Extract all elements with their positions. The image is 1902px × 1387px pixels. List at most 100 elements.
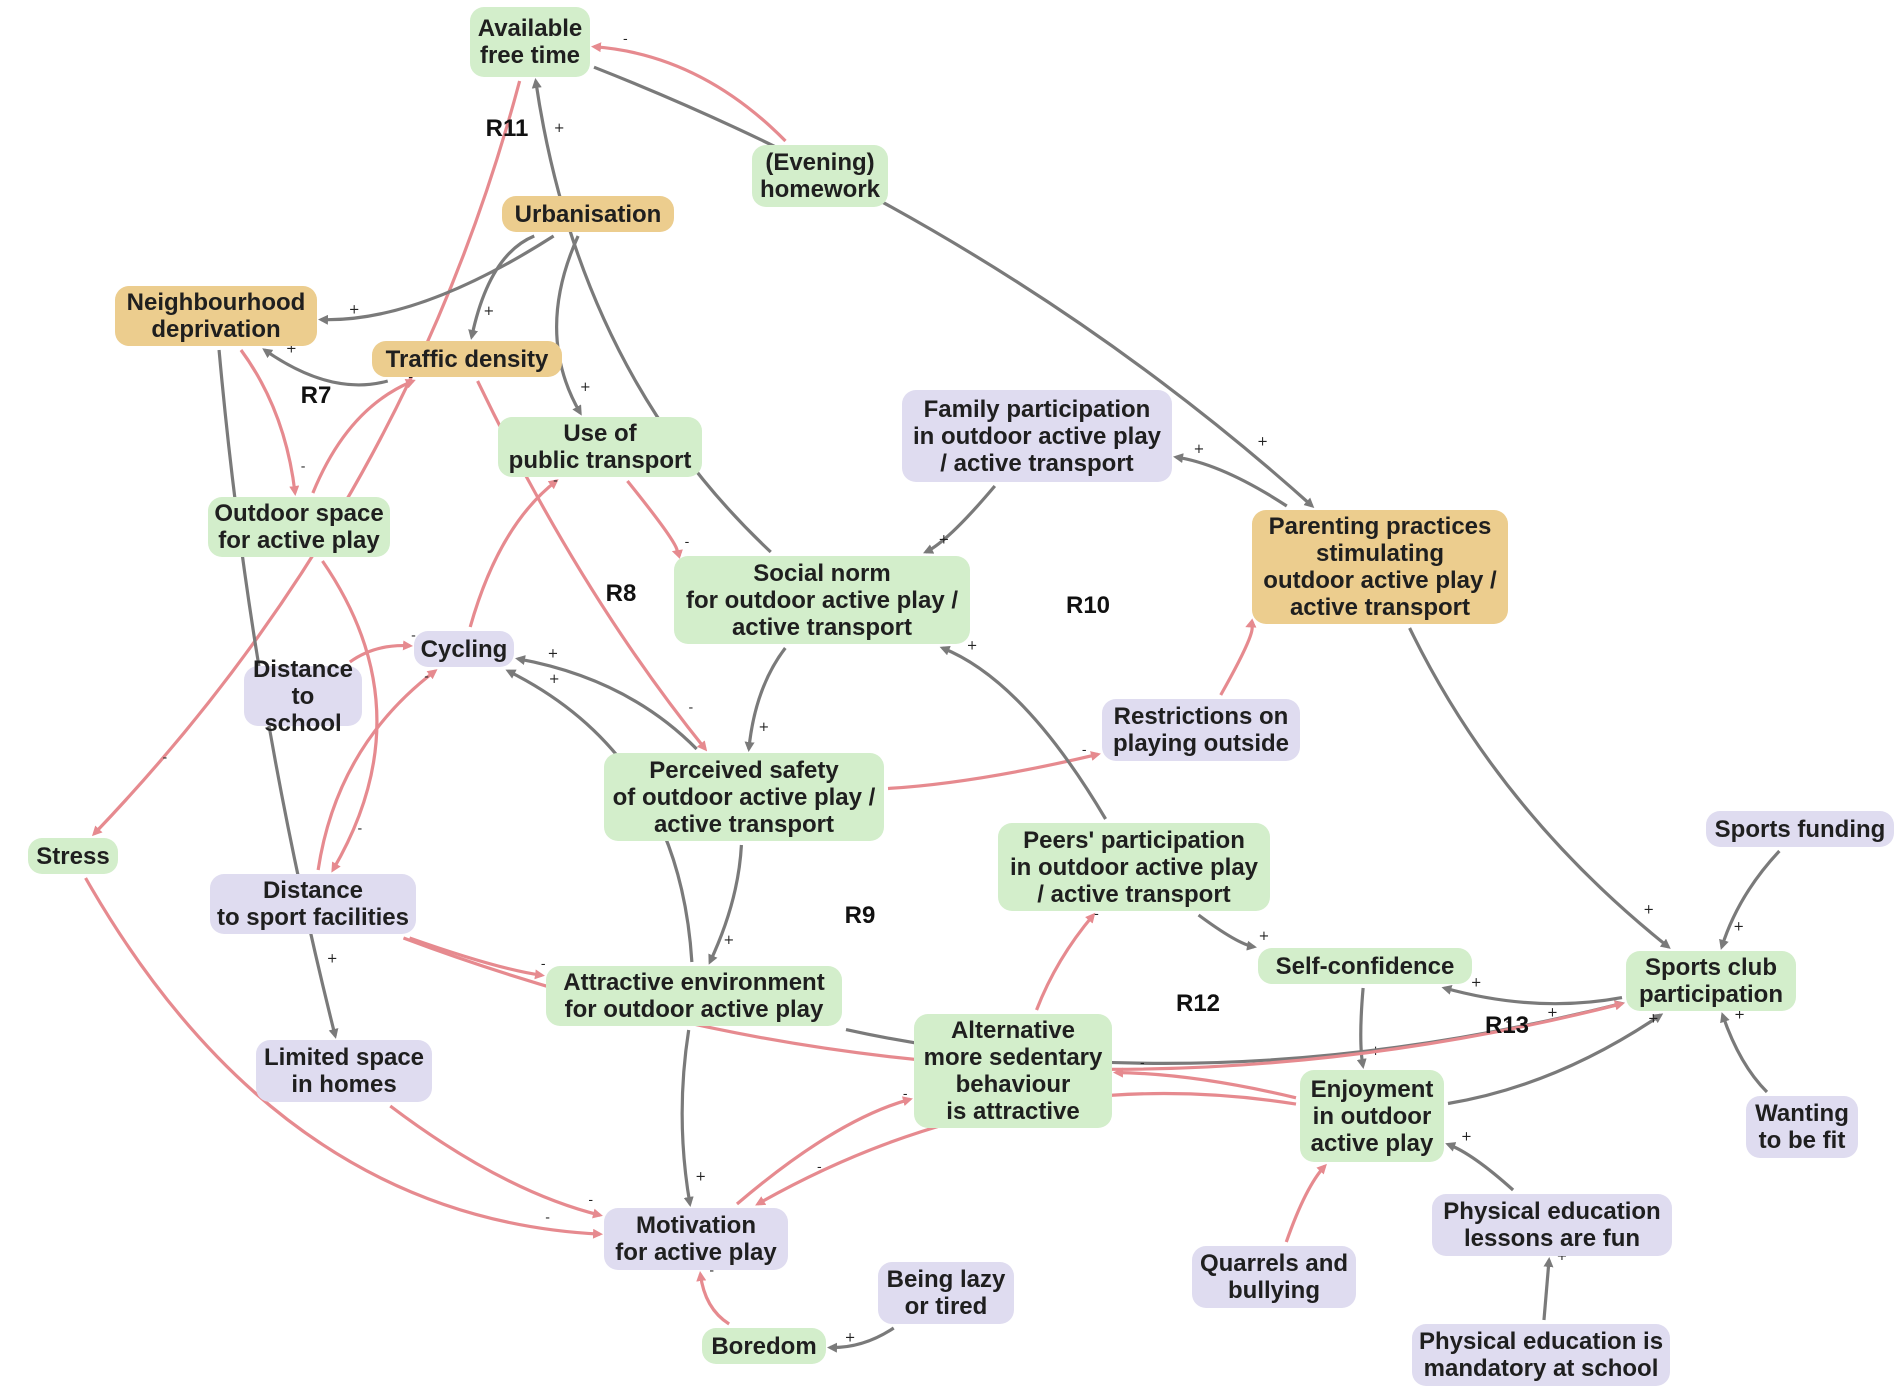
link-polarity-sign: -: [688, 700, 693, 715]
link-polarity-sign: +: [1643, 902, 1654, 917]
link-polarity-sign: -: [623, 32, 628, 47]
node-wanting-fit: Wanting to be fit: [1746, 1096, 1858, 1158]
link-polarity-sign: +: [549, 672, 560, 687]
node-sports-club: Sports club participation: [1626, 951, 1796, 1011]
loop-label-r11: R11: [485, 115, 529, 142]
link-polarity-sign: +: [580, 380, 591, 395]
node-outdoor-space: Outdoor space for active play: [208, 497, 390, 557]
link-perceived_safety-to-attractive_env: [708, 844, 744, 965]
link-polarity-sign: +: [1257, 435, 1268, 450]
node-restrictions: Restrictions on playing outside: [1102, 699, 1300, 761]
link-polarity-sign: -: [903, 1087, 908, 1102]
link-urbanisation-to-traffic_density: [468, 234, 535, 340]
link-polarity-sign: -: [541, 957, 546, 972]
loop-label-r12: R12: [1175, 990, 1221, 1017]
loop-label-r7: R7: [300, 382, 332, 409]
link-boredom-to-motivation: [696, 1271, 730, 1326]
link-enjoyment-to-alternative_sedentary: [1113, 1067, 1297, 1100]
link-polarity-sign: -: [709, 1264, 714, 1279]
link-sports_funding-to-sports_club: [1719, 849, 1781, 950]
link-sports_club-to-self_confidence: [1441, 985, 1623, 1006]
node-family-participation: Family participation in outdoor active p…: [902, 390, 1172, 482]
node-pe-fun: Physical education lessons are fun: [1432, 1194, 1672, 1256]
link-polarity-sign: -: [685, 535, 690, 550]
link-motivation-to-alternative_sedentary: [735, 1096, 913, 1206]
link-polarity-sign: -: [1094, 907, 1099, 922]
node-peers-participation: Peers' participation in outdoor active p…: [998, 823, 1270, 911]
link-polarity-sign: +: [327, 951, 338, 966]
link-polarity-sign: +: [1461, 1129, 1472, 1144]
link-polarity-sign: +: [695, 1170, 706, 1185]
link-polarity-sign: +: [483, 304, 494, 319]
link-evening_homework-to-available_free_time: [591, 42, 787, 143]
node-neighbourhood-deprivation: Neighbourhood deprivation: [115, 286, 317, 346]
link-polarity-sign: -: [545, 1211, 550, 1226]
link-distance_school-to-cycling: [348, 640, 413, 664]
node-cycling: Cycling: [414, 631, 514, 667]
link-polarity-sign: -: [1506, 1015, 1511, 1030]
link-polarity-sign: +: [1557, 1249, 1568, 1264]
link-distance_sport-to-cycling: [316, 669, 438, 871]
link-polarity-sign: +: [938, 533, 949, 548]
link-polarity-sign: +: [1733, 920, 1744, 935]
link-parenting_practices-to-family_participation: [1173, 453, 1288, 508]
node-enjoyment: Enjoyment in outdoor active play: [1300, 1070, 1444, 1162]
link-available_free_time-to-parenting_practices: [593, 65, 1315, 509]
node-motivation: Motivation for active play: [604, 1208, 788, 1270]
link-stress-to-motivation: [84, 877, 603, 1239]
link-attractive_env-to-motivation: [680, 1029, 694, 1207]
link-traffic_density-to-neighbourhood_deprivation: [262, 348, 389, 387]
link-being_lazy-to-boredom: [827, 1326, 895, 1353]
node-alternative-sedentary: Alternative more sedentary behaviour is …: [914, 1014, 1112, 1128]
node-limited-space: Limited space in homes: [256, 1040, 432, 1102]
link-polarity-sign: +: [1734, 1008, 1745, 1023]
link-polarity-sign: +: [758, 720, 769, 735]
loop-label-r8: R8: [605, 580, 637, 607]
link-cycling-to-use_public_transport: [468, 479, 559, 628]
node-stress: Stress: [28, 838, 118, 874]
link-peers_participation-to-self_confidence: [1197, 913, 1257, 951]
node-quarrels: Quarrels and bullying: [1192, 1246, 1356, 1308]
node-evening-homework: (Evening) homework: [752, 145, 888, 207]
link-pe_mandatory-to-pe_fun: [1542, 1257, 1554, 1321]
link-social_norm-to-available_free_time: [531, 78, 772, 554]
link-polarity-sign: +: [1194, 442, 1205, 457]
link-pe_fun-to-enjoyment: [1445, 1142, 1515, 1192]
link-perceived_safety-to-cycling: [515, 655, 698, 751]
node-sports-funding: Sports funding: [1706, 811, 1894, 847]
link-polarity-sign: -: [411, 629, 416, 644]
node-distance-sport: Distance to sport facilities: [210, 874, 416, 934]
node-urbanisation: Urbanisation: [502, 196, 674, 232]
link-polarity-sign: +: [967, 639, 978, 654]
link-limited_space-to-motivation: [389, 1104, 603, 1219]
link-neighbourhood_deprivation-to-outdoor_space: [239, 349, 300, 496]
link-polarity-sign: +: [1547, 1006, 1558, 1021]
link-wanting_fit-to-sports_club: [1720, 1012, 1769, 1094]
link-distance_sport-to-attractive_env: [409, 936, 545, 980]
link-polarity-sign: +: [723, 933, 734, 948]
link-self_confidence-to-enjoyment: [1356, 987, 1367, 1069]
link-polarity-sign: -: [817, 1160, 822, 1175]
link-quarrels-to-enjoyment: [1284, 1163, 1327, 1243]
link-enjoyment-to-sports_club: [1447, 1013, 1664, 1106]
link-parenting_practices-to-sports_club: [1408, 627, 1671, 949]
link-polarity-sign: +: [547, 646, 558, 661]
link-polarity-sign: +: [349, 302, 360, 317]
link-use_public_transport-to-social_norm: [626, 479, 683, 559]
link-polarity-sign: -: [408, 370, 413, 385]
link-social_norm-to-perceived_safety: [744, 647, 787, 752]
link-restrictions-to-parenting_practices: [1219, 618, 1257, 696]
link-polarity-sign: +: [845, 1330, 856, 1345]
node-use-public-transport: Use of public transport: [498, 417, 702, 477]
node-distance-school: Distance to school: [244, 656, 362, 737]
link-urbanisation-to-use_public_transport: [555, 235, 582, 416]
node-parenting-practices: Parenting practices stimulating outdoor …: [1252, 510, 1508, 624]
link-polarity-sign: -: [553, 473, 558, 488]
node-being-lazy: Being lazy or tired: [878, 1262, 1014, 1324]
link-polarity-sign: +: [1648, 1012, 1659, 1027]
link-polarity-sign: -: [358, 821, 363, 836]
loop-label-r13: R13: [1484, 1012, 1530, 1039]
link-polarity-sign: -: [588, 1193, 593, 1208]
node-boredom: Boredom: [702, 1328, 826, 1364]
